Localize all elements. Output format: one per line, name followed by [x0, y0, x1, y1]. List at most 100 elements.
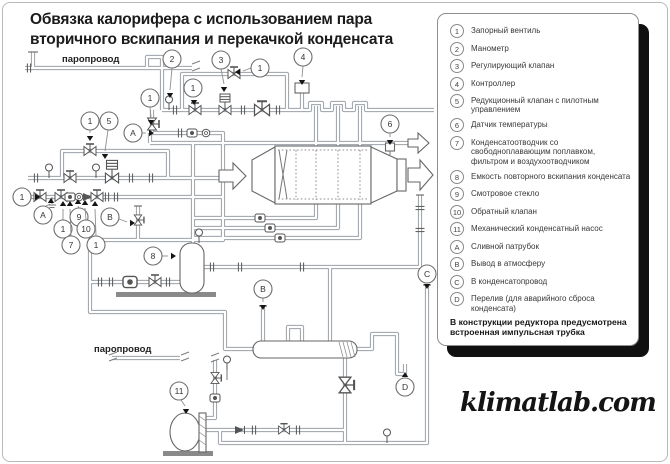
- bypass-valve-icon: [83, 143, 97, 157]
- steam-trap-icon: [274, 233, 286, 243]
- air-heater: [218, 145, 434, 205]
- svg-text:1: 1: [148, 93, 153, 103]
- condensate-pump: [169, 412, 207, 453]
- valve-icon: [146, 117, 160, 131]
- blowdown-valve-icon: [338, 376, 356, 394]
- floor-base: [116, 292, 216, 297]
- legend-item-key: 10: [450, 204, 464, 219]
- legend-item-text: В конденсатопровод: [471, 276, 548, 286]
- vent-valve-icon: [133, 214, 145, 226]
- callout-bubble: A: [123, 123, 154, 143]
- callout-bubble: 1: [86, 201, 106, 255]
- svg-text:4: 4: [301, 52, 306, 62]
- callout-bubble: 1: [12, 187, 40, 207]
- svg-text:1: 1: [20, 192, 25, 202]
- callout-bubble: 1: [235, 58, 270, 78]
- floor-base: [163, 451, 213, 456]
- equipment: [28, 51, 434, 456]
- legend-item-key: A: [450, 239, 464, 254]
- valve-icon: [148, 274, 162, 288]
- svg-text:3: 3: [219, 55, 224, 65]
- valve-icon: [63, 170, 77, 184]
- legend-item-text: Смотровое стекло: [471, 189, 540, 199]
- svg-text:1: 1: [88, 116, 93, 126]
- steam-trap-icon: [264, 223, 276, 233]
- pipe-end-arrow-icon: [407, 131, 430, 155]
- callout-bubble: 1: [80, 111, 100, 141]
- svg-text:A: A: [130, 128, 136, 138]
- legend-item-key: 4: [450, 76, 464, 91]
- svg-text:2: 2: [170, 54, 175, 64]
- legend-item-key: 8: [450, 169, 464, 184]
- legend-item: 2 Манометр: [450, 41, 633, 56]
- callout-bubble: 8: [143, 246, 176, 266]
- svg-text:1: 1: [258, 63, 263, 73]
- legend-item: 9 Смотровое стекло: [450, 187, 633, 202]
- svg-text:8: 8: [151, 251, 156, 261]
- svg-text:10: 10: [81, 224, 91, 234]
- float-trap-icon: [122, 275, 138, 289]
- legend-item-text: Контроллер: [471, 78, 516, 88]
- legend-item-text: Вывод в атмосферу: [471, 259, 546, 269]
- svg-text:B: B: [260, 284, 266, 294]
- condensate-receiver: [252, 340, 358, 359]
- legend-item-text: Механический конденсатный насос: [471, 224, 603, 234]
- callout-bubble: 1: [183, 78, 203, 105]
- legend-item-key: 2: [450, 41, 464, 56]
- svg-text:11: 11: [175, 386, 184, 396]
- callout-bubble: 6: [380, 114, 400, 145]
- watermark: klimatlab.com: [460, 388, 657, 418]
- callout-bubble: C: [417, 264, 437, 289]
- sight-glass-icon: [74, 192, 84, 202]
- svg-text:5: 5: [107, 116, 112, 126]
- legend-note: В конструкции редуктора предусмотрена вс…: [450, 316, 627, 337]
- steam-trap-icon: [254, 213, 266, 223]
- steam-line-label: паропровод: [94, 344, 151, 355]
- air-in-arrow-icon: [218, 161, 247, 191]
- legend-item-text: Запорный вентиль: [471, 26, 541, 35]
- callout-bubble: 1: [140, 88, 160, 125]
- callout-bubble: 5: [99, 111, 119, 159]
- callout-bubble: 1: [53, 201, 73, 239]
- callout-bubble: 10: [76, 200, 96, 239]
- svg-text:D: D: [402, 382, 408, 392]
- fan-icon: [278, 149, 288, 200]
- callout-bubble: 7: [61, 201, 81, 255]
- flash-vessel: [179, 242, 205, 294]
- page-title: Обвязка калорифера с использованием пара…: [30, 10, 440, 50]
- callout-bubble: 4: [293, 47, 313, 85]
- legend-item-text: Емкость повторного вскипания конденсата: [471, 171, 631, 181]
- legend-item-key: 3: [450, 59, 464, 73]
- callout-bubble: B: [100, 207, 135, 227]
- legend-item-text: Манометр: [471, 43, 509, 53]
- legend-item-key: C: [450, 274, 464, 289]
- valve-icon: [210, 371, 223, 385]
- title-line-2: вторичного вскипания и перекачкой конден…: [30, 30, 394, 48]
- check-valve-icon: [234, 425, 245, 435]
- svg-text:A: A: [40, 210, 46, 220]
- callout-bubble: B: [253, 279, 273, 310]
- legend-item-key: 5: [450, 94, 464, 108]
- valve-icon: [90, 189, 104, 203]
- legend-item-text: Перелив (для аварийного сброса конденсат…: [471, 294, 595, 313]
- callout-bubble: 2: [162, 49, 182, 98]
- legend-item-text: Конденсатоотводчик со свободноплавающим …: [471, 137, 596, 166]
- svg-text:C: C: [424, 269, 430, 279]
- valve-icon: [188, 102, 202, 116]
- svg-text:1: 1: [191, 83, 196, 93]
- legend-item-key: 9: [450, 187, 464, 202]
- legend-item-key: 6: [450, 118, 464, 133]
- steam-line-label: паропровод: [62, 54, 119, 65]
- legend-item: A Сливной патрубок: [450, 239, 633, 254]
- legend-item: C В конденсатопровод: [450, 274, 633, 289]
- legend-item: 4 Контроллер: [450, 76, 633, 91]
- legend-item-text: Сливной патрубок: [471, 241, 539, 251]
